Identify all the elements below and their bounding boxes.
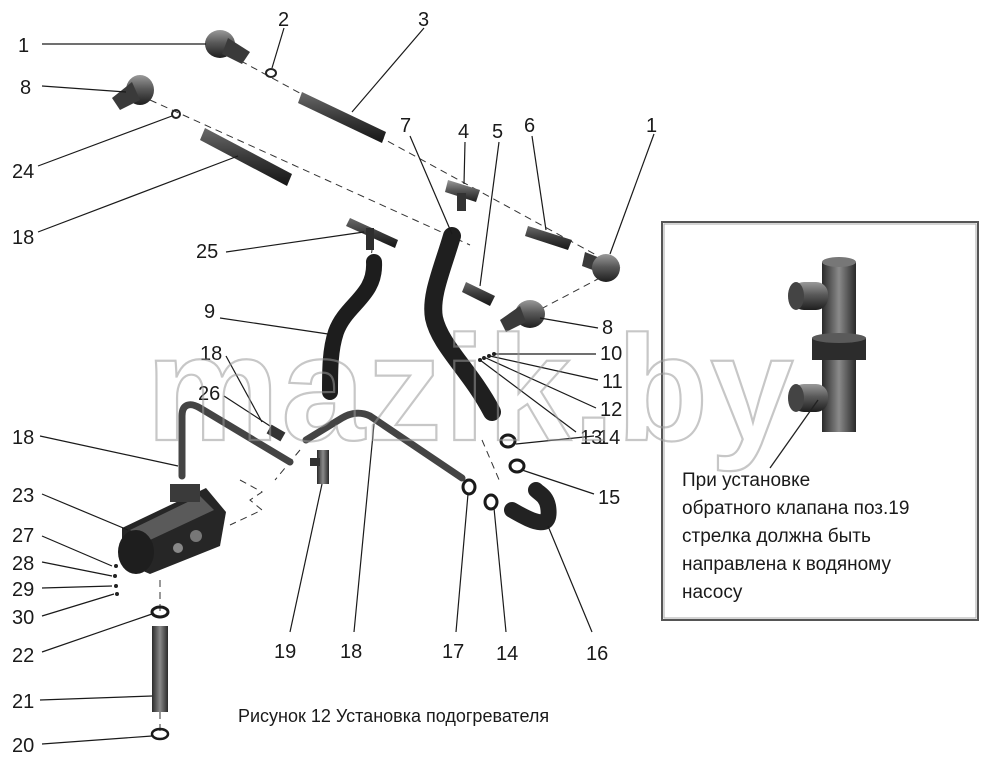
figure-caption: Рисунок 12 Установка подогревателя bbox=[238, 706, 549, 726]
callout-14: 14 bbox=[496, 643, 518, 665]
callout-13: 13 bbox=[580, 427, 602, 449]
callout-14: 14 bbox=[598, 427, 620, 449]
callout-23: 23 bbox=[12, 485, 34, 507]
inset-note-line-2: обратного клапана поз.19 bbox=[682, 498, 909, 519]
callout-10: 10 bbox=[600, 343, 622, 365]
part-17-clamp bbox=[461, 478, 477, 496]
callout-26: 26 bbox=[198, 383, 220, 405]
inset-note-line-3: стрелка должна быть bbox=[682, 526, 871, 547]
callout-6: 6 bbox=[524, 115, 535, 137]
callout-27: 27 bbox=[12, 525, 34, 547]
callout-7: 7 bbox=[400, 115, 411, 137]
part-20-ring bbox=[150, 727, 170, 741]
callout-25: 25 bbox=[196, 241, 218, 263]
inset-valve-illustration bbox=[769, 257, 866, 469]
part-19-check-valve bbox=[310, 450, 329, 484]
callout-19: 19 bbox=[274, 641, 296, 663]
parts-27-30-small-bits bbox=[113, 564, 119, 596]
callout-17: 17 bbox=[442, 641, 464, 663]
part-18-pipe-left bbox=[178, 401, 294, 480]
callout-3: 3 bbox=[418, 9, 429, 31]
part-2-ring bbox=[265, 68, 277, 78]
watermark: mazik.by bbox=[146, 304, 796, 472]
part-1-cap-right bbox=[582, 252, 620, 282]
callout-9: 9 bbox=[204, 301, 215, 323]
part-26-fitting bbox=[266, 424, 286, 442]
leader-lines bbox=[37, 27, 655, 745]
callout-1: 1 bbox=[18, 35, 29, 57]
callout-8: 8 bbox=[20, 77, 31, 99]
callout-20: 20 bbox=[12, 735, 34, 757]
part-18-pipe-middle bbox=[302, 409, 466, 482]
part-1-cap-left bbox=[205, 30, 250, 64]
part-14-clamp-upper bbox=[499, 433, 517, 449]
part-9-curved-hose bbox=[322, 254, 383, 400]
part-21-pipe bbox=[152, 626, 168, 712]
inset-note-line-5: насосу bbox=[682, 582, 743, 603]
part-5-hose bbox=[462, 282, 495, 306]
inset-panel: При установке обратного клапана поз.19 с… bbox=[661, 221, 979, 621]
callout-11: 11 bbox=[602, 371, 623, 393]
callout-22: 22 bbox=[12, 645, 34, 667]
callout-15: 15 bbox=[598, 487, 620, 509]
callout-4: 4 bbox=[458, 121, 469, 143]
callout-28: 28 bbox=[12, 553, 34, 575]
callout-29: 29 bbox=[12, 579, 34, 601]
callout-2: 2 bbox=[278, 9, 289, 31]
callout-24: 24 bbox=[12, 161, 34, 183]
part-22-ring bbox=[150, 605, 170, 619]
part-24-ring bbox=[171, 109, 181, 119]
inset-note-line-1: При установке bbox=[682, 470, 810, 491]
callout-numbers: 1 2 3 8 24 18 7 4 5 6 1 25 9 8 10 11 12 … bbox=[12, 9, 657, 757]
part-3-hose bbox=[298, 92, 386, 143]
callout-1: 1 bbox=[646, 115, 657, 137]
part-25-tee-hose bbox=[346, 218, 398, 250]
part-15-clamp bbox=[508, 458, 526, 474]
part-18-hose-top bbox=[200, 128, 292, 186]
callout-5: 5 bbox=[492, 121, 503, 143]
callout-16: 16 bbox=[586, 643, 608, 665]
part-8-fitting-left bbox=[112, 75, 154, 110]
callout-12: 12 bbox=[600, 399, 622, 421]
part-6-hose bbox=[525, 226, 572, 250]
inset-note-line-4: направлена к водяному bbox=[682, 554, 891, 575]
callout-18: 18 bbox=[340, 641, 362, 663]
part-14-clamp-lower bbox=[483, 493, 499, 511]
part-4-tee bbox=[445, 180, 480, 211]
part-7-long-hose bbox=[424, 227, 501, 421]
callout-21: 21 bbox=[12, 691, 34, 713]
part-8-fitting-right bbox=[500, 300, 545, 332]
callout-18: 18 bbox=[200, 343, 222, 365]
callout-18: 18 bbox=[12, 427, 34, 449]
part-16-bent-hose bbox=[504, 482, 557, 531]
callout-8: 8 bbox=[602, 317, 613, 339]
part-23-heater bbox=[118, 484, 226, 574]
callout-30: 30 bbox=[12, 607, 34, 629]
callout-18: 18 bbox=[12, 227, 34, 249]
